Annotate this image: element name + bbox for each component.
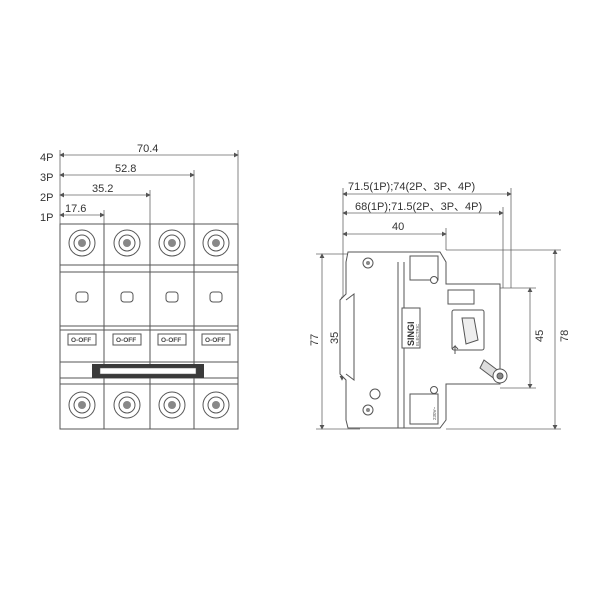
side-face-45: 45	[534, 330, 546, 342]
side-depth-dim-3: 40	[392, 221, 404, 233]
width-4p: 70.4	[137, 143, 158, 155]
side-rail-35: 35	[329, 332, 341, 344]
side-depth-dim-2: 68(1P);71.5(2P、3P、4P)	[355, 201, 482, 213]
pole-2: O-OFF	[112, 229, 142, 419]
pole-label-2p: 2P	[40, 192, 53, 204]
pole-label-1p: 1P	[40, 212, 53, 224]
brand-text: SINGI	[406, 321, 416, 346]
off-label-1: O-OFF	[71, 337, 91, 344]
pole-label-3p: 3P	[40, 172, 53, 184]
pole-3: O-OFF	[157, 229, 187, 419]
rating-text: 230V~	[432, 406, 437, 420]
width-3p: 52.8	[115, 163, 136, 175]
pole-label-4p: 4P	[40, 152, 53, 164]
side-right-dimension-lines	[446, 249, 561, 430]
side-view: 71.5(1P);74(2P、3P、4P) 68(1P);71.5(2P、3P、…	[309, 181, 571, 430]
width-1p: 17.6	[65, 203, 86, 215]
ce-mark-icon	[369, 388, 381, 400]
off-label-4: O-OFF	[205, 337, 225, 344]
brand-label	[401, 307, 421, 349]
arrow-icon	[451, 344, 459, 354]
width-2p: 35.2	[92, 183, 113, 195]
side-height-77: 77	[309, 334, 321, 346]
side-depth-dim-1: 71.5(1P);74(2P、3P、4P)	[348, 181, 475, 193]
toggle-lever	[451, 309, 508, 384]
handle-tie-slot	[99, 367, 197, 375]
pole-4: O-OFF	[201, 229, 231, 419]
pole-1: O-OFF	[67, 229, 97, 419]
brand-subtext: ELECTRIC	[415, 323, 420, 346]
off-label-2: O-OFF	[116, 337, 136, 344]
side-height-78: 78	[559, 330, 571, 342]
front-view: 4P 3P 2P 1P 70.4 52.8 35.2 17.6	[40, 143, 239, 430]
side-top-dimension-lines	[342, 188, 512, 300]
width-dimension-lines	[59, 150, 239, 230]
off-label-3: O-OFF	[161, 337, 181, 344]
